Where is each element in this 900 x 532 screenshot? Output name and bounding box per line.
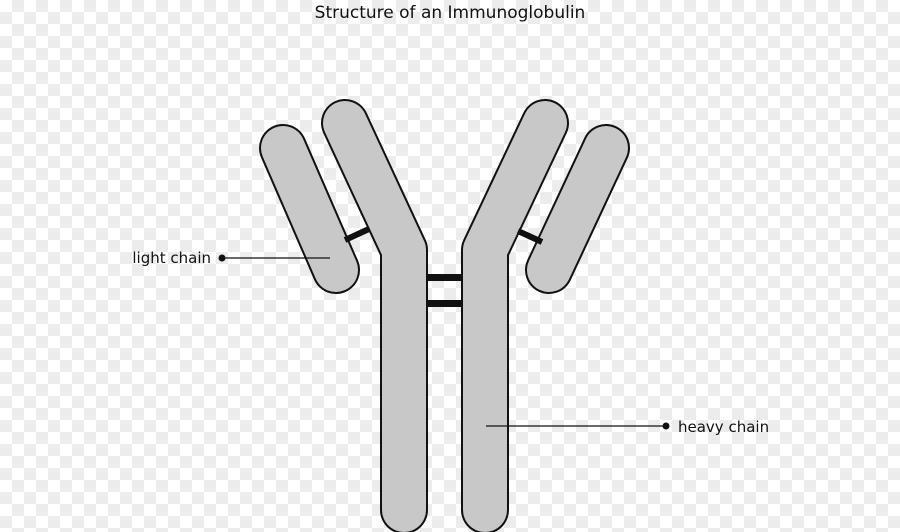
- diagram-title: Structure of an Immunoglobulin: [314, 3, 586, 23]
- hinge-bond-lower: [426, 300, 463, 307]
- left-light-chain-fill: [261, 126, 358, 292]
- right-heavy-chain-fill: [463, 101, 567, 532]
- left-disulfide-bond: [343, 226, 371, 243]
- right-disulfide-bond: [516, 228, 544, 245]
- left-heavy-chain-fill: [323, 101, 426, 532]
- hinge-bond-upper: [426, 274, 463, 281]
- heavy-chain-callout-dot: [662, 422, 670, 430]
- light-chain-callout-dot: [218, 254, 226, 262]
- right-light-chain-fill: [527, 126, 628, 292]
- heavy-chain-label: heavy chain: [678, 418, 769, 436]
- light-chain-label: light chain: [132, 249, 211, 267]
